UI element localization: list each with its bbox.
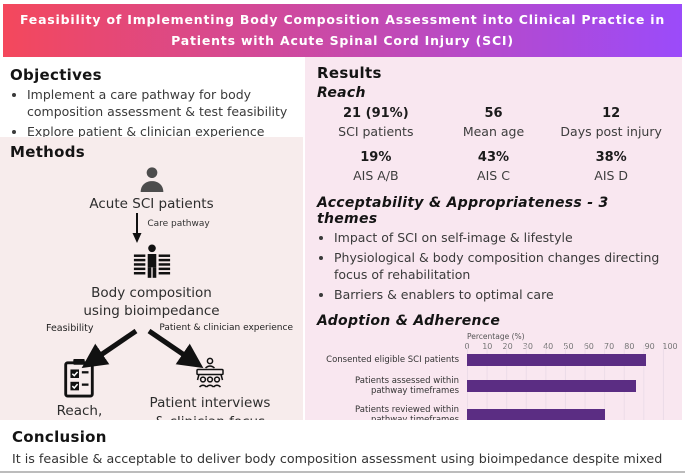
acceptability-list: Impact of SCI on self-image & lifestyle …: [317, 230, 670, 304]
title-line-1: Feasibility of Implementing Body Composi…: [19, 11, 666, 27]
body-composition-icon: [131, 244, 173, 284]
outcome-feasibility-label: Reach, adoption, adherence: [56, 403, 103, 420]
chart-axis-title: Percentage (%): [467, 331, 525, 341]
outcome-experience: Patient interviews & clinician focus gro…: [135, 357, 285, 420]
chart-tick-label: 80: [624, 341, 635, 351]
arrow-down-left-icon: [80, 328, 142, 369]
objective-item: Explore patient & clinician experience: [27, 124, 295, 141]
conclusion-text: It is feasible & acceptable to deliver b…: [12, 451, 663, 471]
bar-category-label: Patients assessed within pathway timefra…: [355, 375, 459, 397]
stat-sci-patients: 21 (91%) SCI patients: [317, 106, 435, 139]
feasibility-arrow-label: Feasibility: [46, 323, 94, 335]
title-banner: Feasibility of Implementing Body Composi…: [3, 4, 682, 57]
bar-category-label: Patients reviewed within pathway timefra…: [355, 404, 459, 420]
methods-flowchart: Acute SCI patients Care pathway: [10, 164, 293, 420]
objective-item: Implement a care pathway for body compos…: [27, 87, 295, 121]
stat-label: AIS C: [477, 168, 510, 183]
bar-track: [467, 405, 664, 420]
arrow-down-icon: [131, 213, 143, 243]
stat-value: 43%: [477, 150, 510, 165]
adoption-heading: Adoption & Adherence: [317, 312, 501, 329]
objectives-heading: Objectives: [10, 66, 102, 84]
stat-value: 21 (91%): [343, 106, 409, 121]
reach-stats-grid: 21 (91%) SCI patients 56 Mean age 12 Day…: [317, 106, 670, 183]
bar-0: [467, 354, 647, 366]
chart-tick-label: 70: [604, 341, 615, 351]
focus-group-icon: [190, 357, 230, 391]
person-icon: [136, 164, 168, 196]
chart-tick-label: 10: [482, 341, 493, 351]
stat-label: Mean age: [462, 124, 525, 139]
title-line-2: Patients with Acute Spinal Cord Injury (…: [171, 32, 514, 48]
outcome-feasibility: Reach, adoption, adherence: [24, 357, 135, 420]
chart-tick-label: 90: [644, 341, 655, 351]
objectives-section: Objectives Implement a care pathway for …: [0, 57, 303, 139]
chart-tick-label: 100: [662, 341, 678, 351]
stat-ais-c: 43% AIS C: [435, 150, 553, 183]
acceptability-item: Barriers & enablers to optimal care: [334, 287, 670, 304]
bar-track: [467, 353, 664, 368]
stat-mean-age: 56 Mean age: [435, 106, 553, 139]
stat-label: Days post injury: [560, 124, 662, 139]
stat-ais-ab: 19% AIS A/B: [317, 150, 435, 183]
main-area: Objectives Implement a care pathway for …: [0, 57, 685, 420]
experience-arrow-label: Patient & clinician experience: [159, 323, 293, 334]
bar-category-label: Consented eligible SCI patients: [326, 354, 459, 365]
results-panel: Results Reach 21 (91%) SCI patients 56 M…: [305, 57, 682, 420]
left-column: Objectives Implement a care pathway for …: [0, 57, 303, 420]
stat-ais-d: 38% AIS D: [552, 150, 670, 183]
chart-tick-label: 30: [522, 341, 533, 351]
reach-heading: Reach: [317, 85, 366, 101]
outcome-experience-label: Patient interviews & clinician focus gro…: [149, 395, 271, 420]
flow-step-acute-sci-patients: Acute SCI patients: [89, 196, 214, 212]
branch-arrows: Feasibility Patient & clinician experien…: [10, 323, 293, 369]
methods-heading: Methods: [10, 143, 86, 161]
chart-tick-label: 60: [583, 341, 594, 351]
bar-track: [467, 376, 664, 397]
objectives-list: Implement a care pathway for body compos…: [10, 87, 295, 141]
adoption-bar-chart: Percentage (%) 0 10 20 30 40 50 60 70 80 90 100 Co…: [317, 331, 678, 420]
stat-days-post-injury: 12 Days post injury: [552, 106, 670, 139]
chart-tick-label: 20: [502, 341, 513, 351]
acceptability-item: Physiological & body composition changes…: [334, 250, 670, 284]
bar-1: [467, 380, 637, 393]
outcomes-row: Reach, adoption, adherence: [10, 357, 293, 420]
care-pathway-label: Care pathway: [147, 219, 210, 229]
stat-value: 19%: [360, 150, 392, 165]
results-heading: Results: [317, 64, 382, 82]
stat-value: 12: [602, 106, 621, 121]
arrow-down-right-icon: [143, 328, 205, 369]
stat-label: AIS A/B: [353, 168, 399, 183]
chart-tick-strip: 0 10 20 30 40 50 60 70 80 90 100: [464, 341, 677, 353]
flow-step-body-composition: Body composition using bioimpedance: [83, 285, 220, 320]
care-pathway-arrow: Care pathway: [131, 213, 210, 243]
acceptability-heading: Acceptability & Appropriateness - 3 them…: [317, 195, 609, 227]
chart-tick-label: 50: [563, 341, 574, 351]
chart-tick-label: 40: [543, 341, 554, 351]
stat-label: SCI patients: [338, 124, 414, 139]
stat-label: AIS D: [594, 168, 629, 183]
conclusion-heading: Conclusion: [12, 428, 107, 446]
chart-tick-label: 0: [464, 341, 470, 351]
stat-value: 38%: [595, 150, 627, 165]
methods-section: Methods Acute SCI patients: [0, 137, 303, 420]
conclusion-section: Conclusion It is feasible & acceptable t…: [0, 420, 685, 471]
acceptability-item: Impact of SCI on self-image & lifestyle: [334, 230, 670, 247]
bar-2: [467, 409, 605, 420]
stat-value: 56: [484, 106, 503, 121]
chart-header: Percentage (%) 0 10 20 30 40 50 60 70 80 90 100: [317, 331, 677, 353]
